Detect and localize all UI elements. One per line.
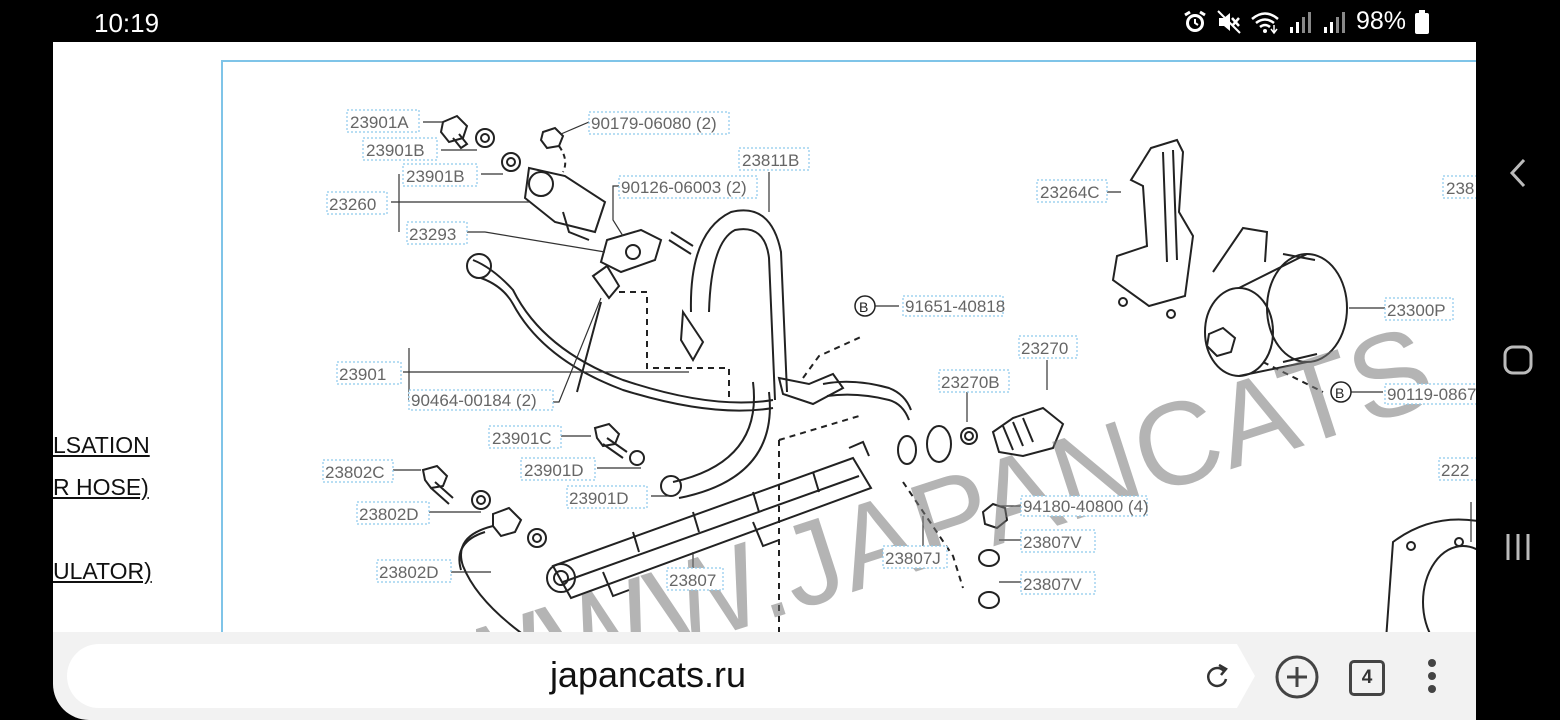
part-label[interactable]: 23901C xyxy=(492,429,552,448)
new-tab-button[interactable] xyxy=(1274,654,1320,705)
part-labels: 23901A 23901B 23901B 23260 23293 90179-0… xyxy=(322,109,1476,595)
part-label[interactable]: 238 xyxy=(1446,179,1474,198)
part-label[interactable]: 23807V xyxy=(1023,575,1082,594)
status-bar: 10:19 98% xyxy=(0,0,1476,42)
part-label[interactable]: 23802D xyxy=(359,505,419,524)
part-label[interactable]: 23300P xyxy=(1387,301,1446,320)
status-time: 10:19 xyxy=(94,8,160,38)
web-page: LSATION R HOSE) ULATOR) xyxy=(53,42,1476,632)
part-label[interactable]: 23807 xyxy=(669,571,716,590)
battery-icon xyxy=(1414,9,1430,35)
part-label[interactable]: 23260 xyxy=(329,195,376,214)
part-label[interactable]: 90179-06080 (2) xyxy=(591,114,717,133)
menu-button[interactable] xyxy=(1425,658,1439,699)
part-label[interactable]: 90126-06003 (2) xyxy=(621,178,747,197)
back-icon[interactable] xyxy=(1502,156,1534,190)
part-label[interactable]: 23270B xyxy=(941,373,1000,392)
callout-b-1: B xyxy=(854,295,876,317)
part-label[interactable]: 23901D xyxy=(569,489,629,508)
parts-diagram-drawing: B B WWW.JAPANCATS 23901A 23901B 23901B 2… xyxy=(322,109,1476,632)
part-label[interactable]: 23901D xyxy=(524,461,584,480)
parts-diagram: B B WWW.JAPANCATS 23901A 23901B 23901B 2… xyxy=(221,60,1476,632)
part-label[interactable]: 23264C xyxy=(1040,183,1100,202)
part-label[interactable]: 90119-0867 xyxy=(1387,385,1476,404)
link-regulator[interactable]: ULATOR) xyxy=(53,558,152,584)
part-label[interactable]: 23270 xyxy=(1021,339,1068,358)
battery-percent: 98% xyxy=(1355,7,1406,35)
link-hose[interactable]: R HOSE) xyxy=(53,474,149,500)
address-bar-tip xyxy=(1237,644,1255,708)
reload-icon xyxy=(1206,663,1228,688)
mute-icon xyxy=(1216,9,1242,35)
address-bar[interactable] xyxy=(67,644,1237,708)
navigation-bar xyxy=(1476,0,1560,720)
callout-b-text: B xyxy=(1335,385,1344,401)
add-icon xyxy=(1275,655,1319,699)
browser-toolbar: japancats.ru 4 xyxy=(53,632,1476,720)
part-label[interactable]: 23807V xyxy=(1023,533,1082,552)
part-label[interactable]: 23901 xyxy=(339,365,386,384)
part-label[interactable]: 23901B xyxy=(366,141,425,160)
wifi-icon xyxy=(1250,9,1280,35)
callout-b-2: B xyxy=(1330,381,1352,403)
signal-icon xyxy=(1322,9,1348,35)
signal-icon xyxy=(1288,9,1314,35)
recents-icon[interactable] xyxy=(1502,532,1534,562)
part-label[interactable]: 222 xyxy=(1441,461,1469,480)
part-label[interactable]: 23901A xyxy=(350,113,409,132)
link-installation[interactable]: LSATION xyxy=(53,432,150,458)
callout-b-text: B xyxy=(859,299,868,315)
part-label[interactable]: 90464-00184 (2) xyxy=(411,391,537,410)
home-icon[interactable] xyxy=(1502,344,1534,376)
part-label[interactable]: 23807J xyxy=(885,549,941,568)
reload-button[interactable] xyxy=(1203,662,1231,695)
part-label[interactable]: 23901B xyxy=(406,167,465,186)
part-label[interactable]: 91651-40818 xyxy=(905,297,1005,316)
part-label[interactable]: 23802C xyxy=(325,463,385,482)
part-label[interactable]: 23811B xyxy=(742,151,799,170)
alarm-icon xyxy=(1182,9,1208,35)
status-icons: 98% xyxy=(1182,7,1430,36)
diagram-line-art xyxy=(421,114,1476,632)
more-vert-icon xyxy=(1428,659,1436,693)
part-label[interactable]: 23802D xyxy=(379,563,439,582)
tab-count-button[interactable]: 4 xyxy=(1349,660,1385,696)
part-label[interactable]: 94180-40800 (4) xyxy=(1023,497,1149,516)
url-text[interactable]: japancats.ru xyxy=(549,654,747,695)
part-label[interactable]: 23293 xyxy=(409,225,456,244)
